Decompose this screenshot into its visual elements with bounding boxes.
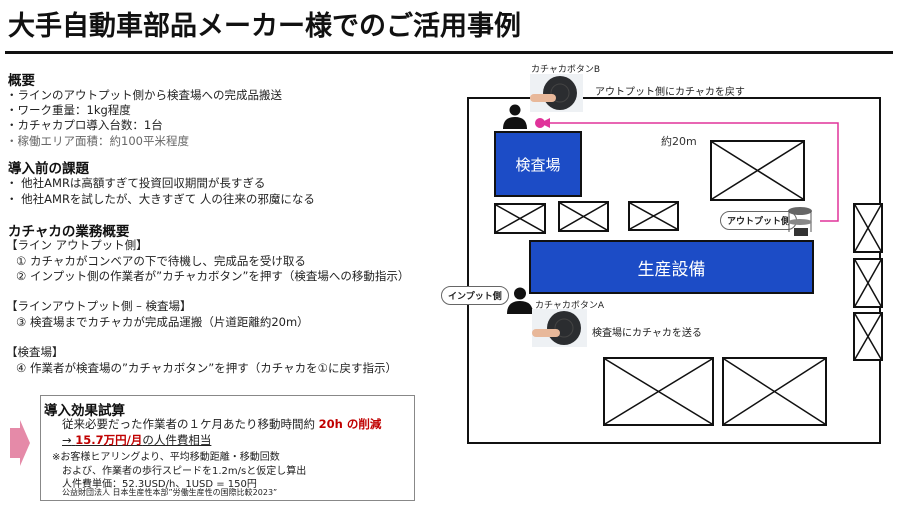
tasks-heading: カチャカの業務概要 <box>8 224 130 240</box>
equipment-box <box>558 201 609 232</box>
tasks-step: ③ 検査場までカチャカが完成品運搬（片道距離約20m） <box>16 315 309 329</box>
issue-line: ・ 他社AMRを試したが、大きすぎて 人の往来の邪魔になる <box>6 192 315 206</box>
issue-line: ・ 他社AMRは高額すぎて投資回収期間が長すぎる <box>6 176 266 190</box>
worker-icon <box>503 104 527 129</box>
effect-source: 公益財団法人 日本生産性本部”労働生産性の国際比較2023” <box>62 488 278 497</box>
input-side-label: インプット側 <box>441 286 509 305</box>
equipment-box <box>853 203 883 253</box>
equipment-box <box>628 201 679 231</box>
overview-line: ・稼働エリア面積：約100平米程度 <box>6 134 189 148</box>
effect-note: ※お客様ヒアリングより、平均移動距離・移動回数 <box>52 452 280 463</box>
button-a-action: 検査場にカチャカを送る <box>592 328 702 339</box>
effect-cost: 15.7万円/月 <box>75 433 143 447</box>
tasks-step: ④ 作業者が検査場の”カチャカボタン”を押す（カチャカを①に戻す指示） <box>16 361 397 375</box>
effect-note: 人件費単価：52.3USD/h、1USD = 150円 <box>62 479 257 490</box>
tasks-step: ① カチャカがコンベアの下で待機し、完成品を受け取る <box>16 254 306 268</box>
effect-note: および、作業者の歩行スピードを1.2m/sと仮定し算出 <box>62 466 307 477</box>
effect-text: 従来必要だった作業者の１ケ月あたり移動時間約 <box>62 417 315 431</box>
arrow-right-icon <box>10 420 30 466</box>
effect-line2: → 15.7万円/月の人件費相当 <box>62 432 211 448</box>
kachaka-robot-icon <box>788 207 812 236</box>
kachaka-button-b-icon <box>530 74 583 112</box>
effect-text: の人件費相当 <box>142 433 212 447</box>
effect-hours: 20h の削減 <box>318 417 382 431</box>
equipment-box <box>722 357 827 426</box>
overview-heading: 概要 <box>8 73 35 89</box>
effect-line1: 従来必要だった作業者の１ケ月あたり移動時間約 20h の削減 <box>62 416 381 432</box>
title-divider <box>5 51 893 54</box>
effect-box <box>40 395 415 501</box>
tasks-section: 【検査場】 <box>6 345 64 359</box>
kachaka-button-a-icon <box>532 309 587 347</box>
output-side-label: アウトプット側 <box>720 211 798 230</box>
effect-arrow: → <box>62 433 72 447</box>
overview-line: ・カチャカプロ導入台数：1台 <box>6 118 163 132</box>
tasks-section: 【ライン アウトプット側】 <box>6 238 148 252</box>
distance-label: 約20m <box>661 135 697 148</box>
robot-route <box>535 118 839 222</box>
button-a-label: カチャカボタンA <box>535 301 605 311</box>
button-b-label: カチャカボタンB <box>531 65 601 75</box>
inspection-area: 検査場 <box>494 131 582 197</box>
equipment-box <box>603 357 714 426</box>
effect-heading: 導入効果試算 <box>44 403 125 419</box>
issues-heading: 導入前の課題 <box>8 161 89 177</box>
equipment-box <box>710 140 805 201</box>
button-b-action: アウトプット側にカチャカを戻す <box>595 87 745 98</box>
equipment-box <box>853 258 883 308</box>
page-title: 大手自動車部品メーカー様でのご活用事例 <box>8 11 521 42</box>
equipment-box <box>853 312 883 361</box>
production-equipment: 生産設備 <box>529 240 814 294</box>
tasks-section: 【ラインアウトプット側 – 検査場】 <box>6 299 192 313</box>
overview-line: ・ワーク重量：1kg程度 <box>6 103 131 117</box>
equipment-box <box>494 203 546 234</box>
overview-line: ・ラインのアウトプット側から検査場への完成品搬送 <box>6 88 282 102</box>
tasks-step: ② インプット側の作業者が”カチャカボタン”を押す（検査場への移動指示） <box>16 269 410 283</box>
worker-icon <box>507 287 533 314</box>
